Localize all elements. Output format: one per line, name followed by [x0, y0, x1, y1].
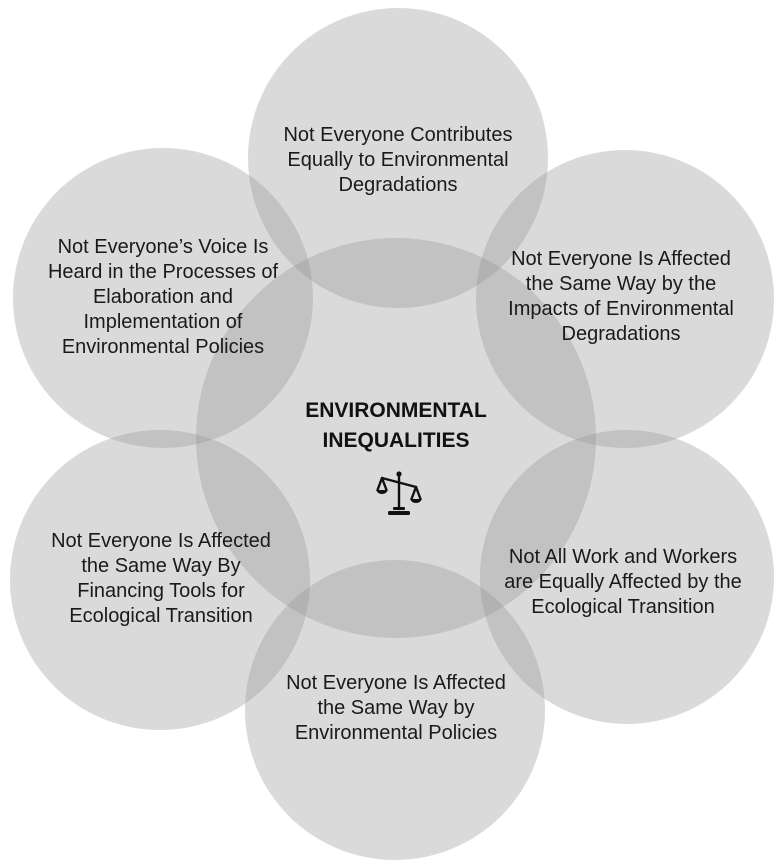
petal-circle-bottom [245, 560, 545, 860]
center-title-line-1: ENVIRONMENTAL [305, 399, 487, 422]
petal-label-bottom: Not Everyone Is Affected the Same Way by… [286, 671, 506, 744]
petal-label-top: Not Everyone Contributes Equally to Envi… [283, 123, 513, 196]
petal-label-upper-left: Not Everyone’s Voice Is Heard in the Pro… [47, 235, 279, 358]
petal-label-lower-left: Not Everyone Is Affected the Same Way By… [51, 530, 271, 627]
petal-label-lower-right: Not All Work and Workers are Equally Aff… [504, 545, 742, 618]
petal-label-upper-right: Not Everyone Is Affected the Same Way by… [508, 248, 734, 345]
scale-of-justice-icon [376, 471, 422, 515]
petal-circle-lower-right [480, 430, 774, 724]
petal-circle-lower-left [10, 430, 310, 730]
center-title: ENVIRONMENTAL INEQUALITIES [226, 396, 566, 456]
center-title-line-2: INEQUALITIES [322, 429, 470, 452]
petal-circle-upper-right [476, 150, 774, 448]
center-circle [196, 238, 596, 638]
petal-circle-upper-left [13, 148, 313, 448]
petal-circle-top [248, 8, 548, 308]
